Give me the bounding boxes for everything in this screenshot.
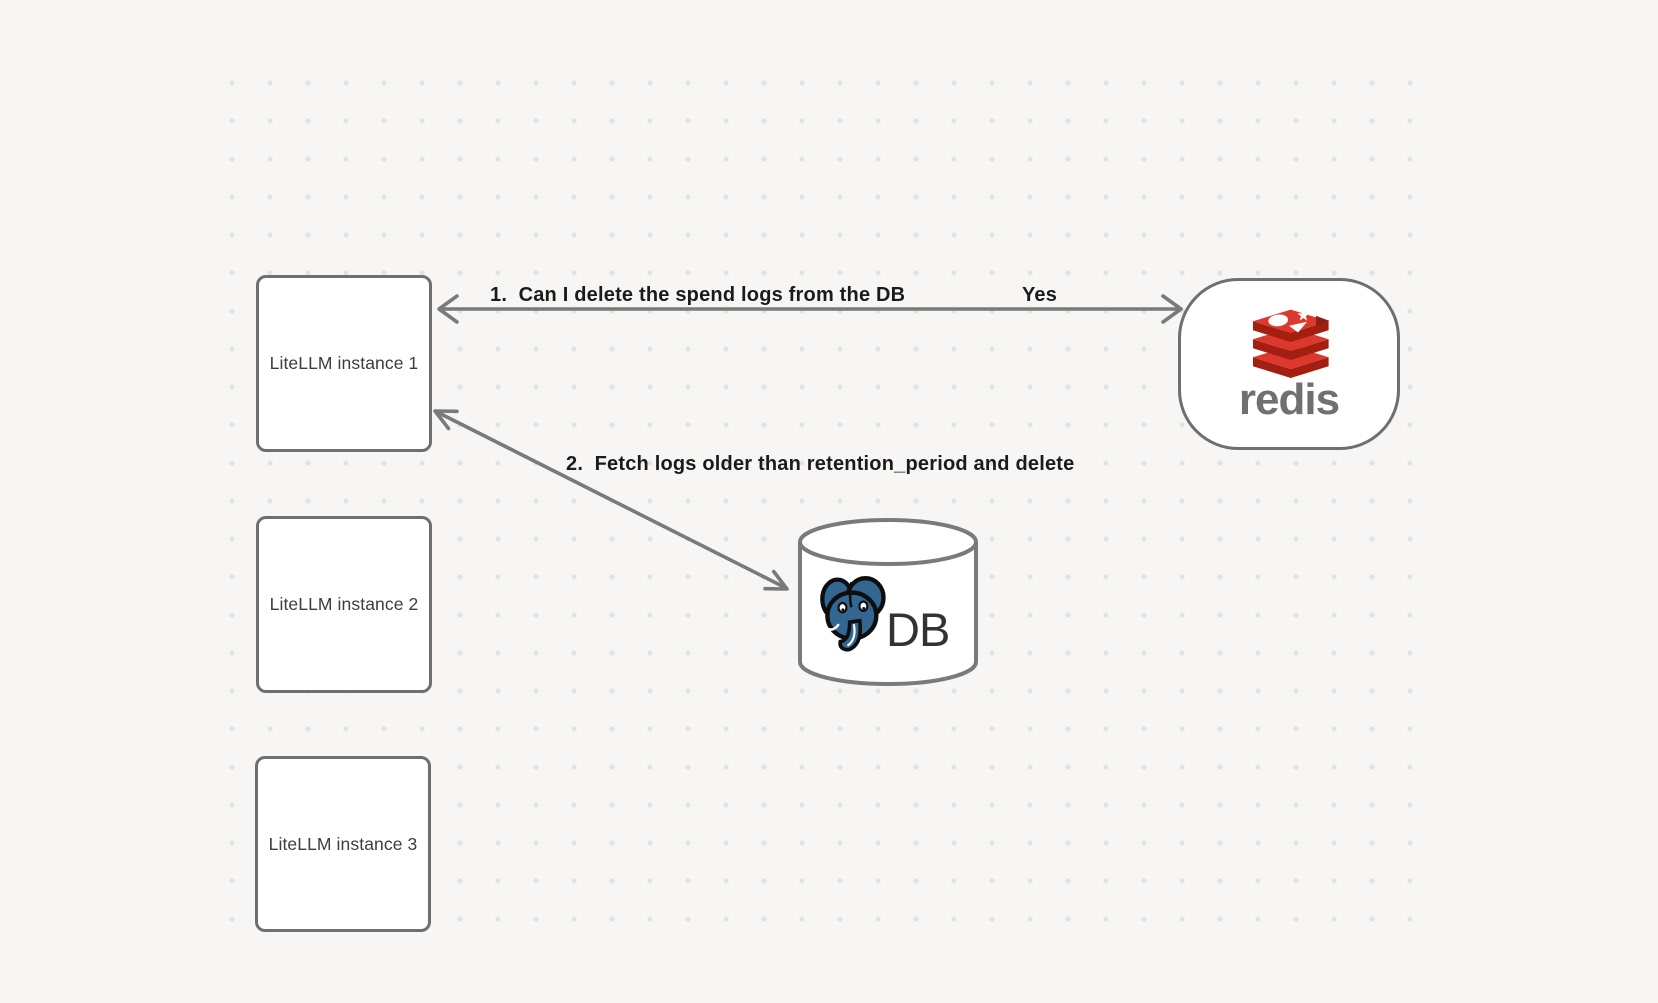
node-label: LiteLLM instance 1 <box>269 353 419 373</box>
arrowhead-right-icon <box>1161 294 1183 324</box>
node-redis[interactable]: redis <box>1178 278 1400 450</box>
edge2-label: 2. Fetch logs older than retention_perio… <box>566 453 1075 475</box>
postgresql-logo-icon <box>820 576 886 652</box>
arrowhead-upleft-icon <box>433 409 459 431</box>
node-db[interactable]: DB <box>796 516 980 692</box>
db-label: DB <box>886 603 949 656</box>
node-litellm-instance-1[interactable]: LiteLLM instance 1 <box>256 275 432 452</box>
node-litellm-instance-3[interactable]: LiteLLM instance 3 <box>255 756 431 932</box>
node-litellm-instance-2[interactable]: LiteLLM instance 2 <box>256 516 432 693</box>
node-label: LiteLLM instance 2 <box>269 594 419 614</box>
node-label: LiteLLM instance 3 <box>268 833 418 854</box>
edge1-label: 1. Can I delete the spend logs from the … <box>490 284 906 306</box>
edge1-reply-label: Yes <box>1022 284 1058 306</box>
redis-logo-icon <box>1253 307 1330 378</box>
arrowhead-downright-icon <box>763 569 789 591</box>
redis-wordmark: redis <box>1238 375 1340 424</box>
arrow-instance1-redis[interactable] <box>437 294 1183 324</box>
arrow-instance1-db[interactable] <box>433 409 789 591</box>
arrowhead-left-icon <box>437 294 459 324</box>
